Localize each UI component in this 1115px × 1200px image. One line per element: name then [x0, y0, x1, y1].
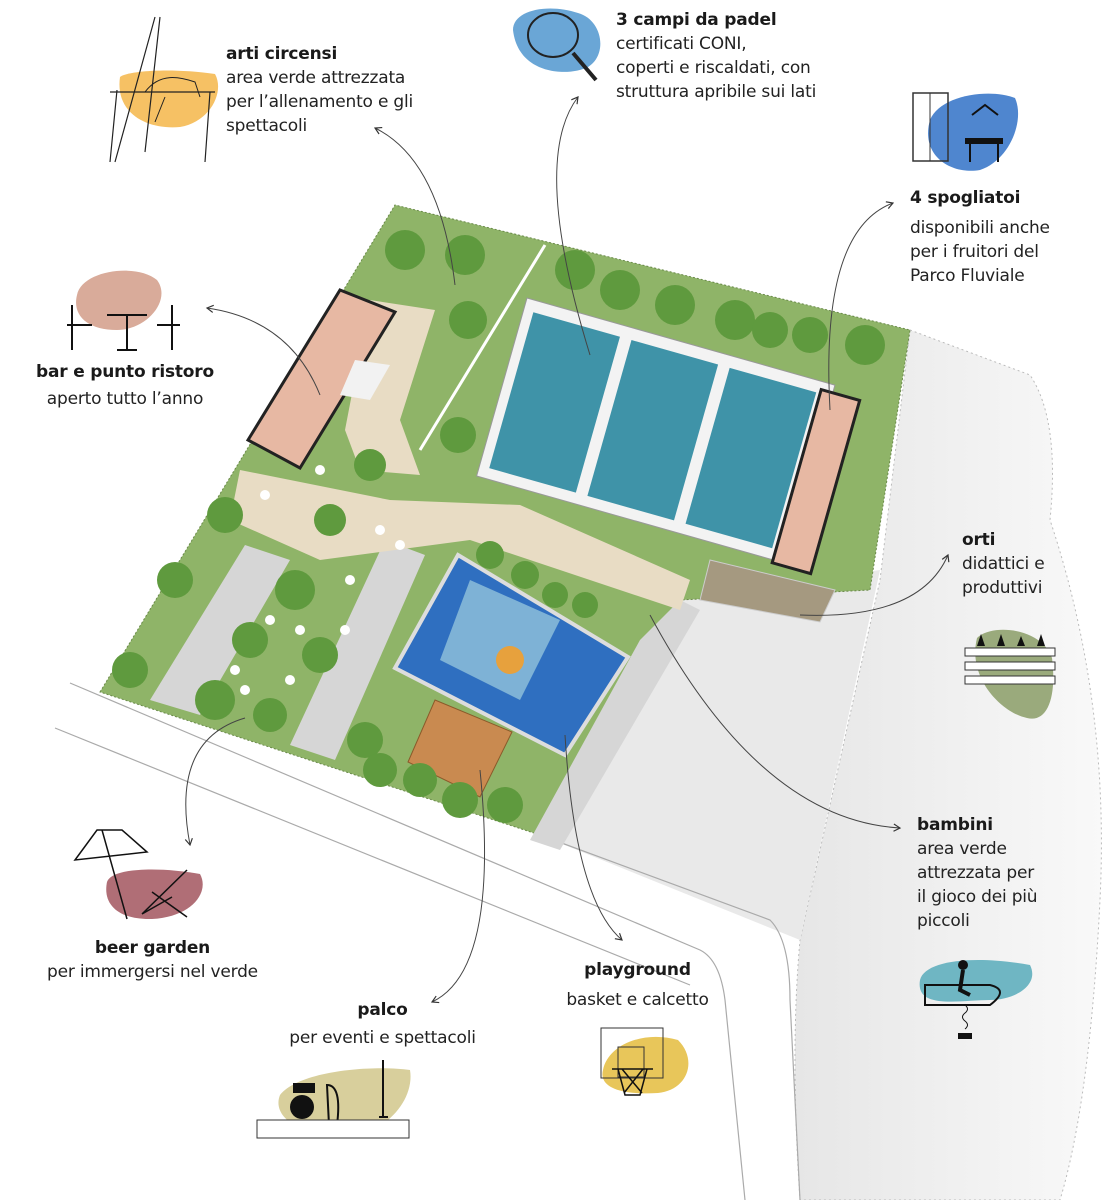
feature-desc: didattici e — [962, 554, 1045, 574]
padel-racket-icon — [513, 8, 601, 82]
label-arti-circensi: arti circensi area verde attrezzata per … — [226, 42, 413, 138]
label-palco: palco per eventi e spettacoli — [270, 998, 495, 1050]
padel-courts — [476, 297, 862, 576]
paved-path — [290, 540, 425, 760]
bar-building — [245, 288, 398, 470]
paved-path — [530, 600, 700, 850]
feature-title: bar e punto ristoro — [36, 362, 214, 382]
locker-room-icon — [912, 92, 1019, 171]
trapeze-icon — [109, 16, 219, 163]
stage-instruments-icon — [256, 1060, 411, 1139]
plaza — [230, 470, 690, 610]
feature-desc: coperti e riscaldati, con — [616, 58, 811, 78]
road-edge — [69, 682, 746, 1200]
label-padel: 3 campi da padel certificati CONI, coper… — [616, 8, 816, 104]
feature-desc: disponibili anche — [910, 218, 1050, 238]
label-orti: orti didattici e produttivi — [962, 528, 1045, 600]
label-bambini: bambini area verde attrezzata per il gio… — [917, 813, 1038, 933]
feature-title: playground — [584, 960, 691, 980]
trees — [112, 230, 885, 823]
cafe-table-icon — [67, 270, 180, 351]
feature-title: bambini — [917, 815, 993, 835]
feature-desc: per eventi e spettacoli — [289, 1028, 476, 1048]
feature-desc: per l’allenamento e gli — [226, 92, 414, 112]
label-playground: playground basket e calcetto — [545, 958, 730, 1012]
label-spogliatoi: 4 spogliatoi disponibili anche per i fru… — [910, 186, 1050, 288]
locker-building — [770, 387, 862, 576]
feature-desc: il gioco dei più — [917, 887, 1038, 907]
feature-title: palco — [357, 1000, 408, 1020]
paved-path — [150, 545, 290, 715]
feature-desc: area verde attrezzata — [226, 68, 406, 88]
feature-desc: Parco Fluviale — [910, 266, 1025, 286]
spring-rider-icon — [919, 960, 1033, 1039]
feature-title: arti circensi — [226, 44, 338, 64]
callout-arrows — [184, 96, 950, 1004]
road-edge — [54, 727, 691, 986]
feature-desc: per immergersi nel verde — [47, 962, 258, 982]
basketball-hoop-icon — [600, 1027, 689, 1096]
feature-title: 3 campi da padel — [616, 10, 777, 30]
umbrella-deckchair-icon — [73, 829, 203, 920]
feature-desc: aperto tutto l’anno — [46, 389, 204, 409]
feature-desc: piccoli — [917, 911, 970, 931]
feature-desc: area verde — [917, 839, 1007, 859]
garden-beds — [699, 559, 836, 623]
feature-desc: struttura apribile sui lati — [616, 82, 817, 102]
feature-title: beer garden — [94, 938, 211, 958]
feature-desc: per i fruitori del — [910, 242, 1039, 262]
road-edge — [539, 834, 801, 1200]
label-bar: bar e punto ristoro aperto tutto l’anno — [20, 360, 230, 411]
feature-desc: spettacoli — [226, 116, 308, 136]
feature-title: orti — [962, 530, 996, 550]
feature-desc: attrezzata per — [917, 863, 1035, 883]
garden-beds-icon — [964, 629, 1056, 719]
feature-title: 4 spogliatoi — [910, 188, 1021, 208]
feature-desc: produttivi — [962, 578, 1043, 598]
gray-paved-zone — [540, 570, 880, 940]
beer-garden-tables — [230, 465, 405, 695]
feature-desc: basket e calcetto — [566, 990, 709, 1010]
feature-desc: certificati CONI, — [616, 34, 747, 54]
label-beer-garden: beer garden per immergersi nel verde — [30, 936, 275, 984]
